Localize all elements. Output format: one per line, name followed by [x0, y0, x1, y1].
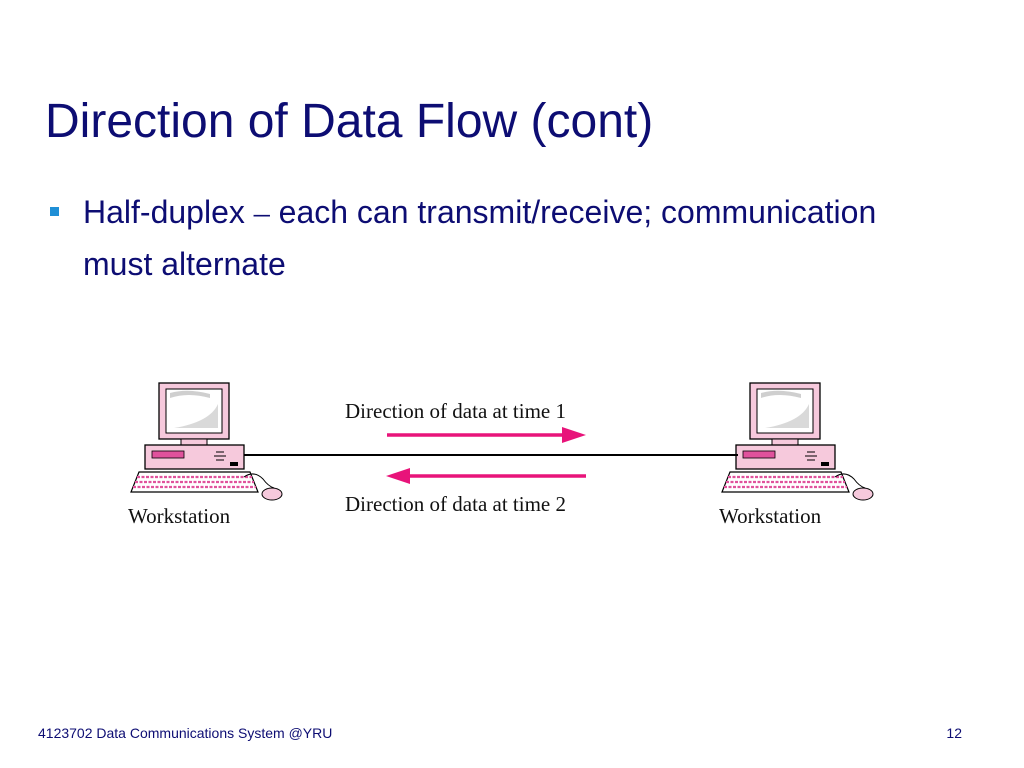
- keyboard-icon: [130, 471, 259, 493]
- left-workstation-label: Workstation: [128, 504, 231, 528]
- time1-label: Direction of data at time 1: [345, 399, 566, 423]
- arrow-left-icon: [386, 468, 586, 484]
- monitor-icon: [158, 382, 230, 446]
- arrow-right-icon: [387, 427, 586, 443]
- square-bullet-icon: [50, 207, 59, 216]
- bullet-text: each can transmit/receive; communication…: [83, 194, 877, 282]
- time2-label: Direction of data at time 2: [345, 492, 566, 516]
- bullet-term: Half-duplex: [83, 194, 245, 230]
- left-workstation: [130, 382, 283, 501]
- computer-case-icon: [735, 444, 836, 470]
- bullet-item: Half-duplex – each can transmit/receive;…: [50, 186, 950, 290]
- mouse-icon: [243, 473, 283, 501]
- computer-case-icon: [144, 444, 245, 470]
- keyboard-icon: [721, 471, 850, 493]
- monitor-icon: [749, 382, 821, 446]
- footer-course: 4123702 Data Communications System @YRU: [38, 725, 333, 741]
- bullet-separator: –: [253, 194, 270, 230]
- mouse-icon: [834, 473, 874, 501]
- bullet-list: Half-duplex – each can transmit/receive;…: [50, 186, 950, 290]
- half-duplex-diagram: Direction of data at time 1 Direction of…: [128, 382, 874, 528]
- slide-title: Direction of Data Flow (cont): [45, 95, 654, 148]
- right-workstation: [721, 382, 874, 501]
- footer-page-number: 12: [946, 725, 962, 741]
- right-workstation-label: Workstation: [719, 504, 822, 528]
